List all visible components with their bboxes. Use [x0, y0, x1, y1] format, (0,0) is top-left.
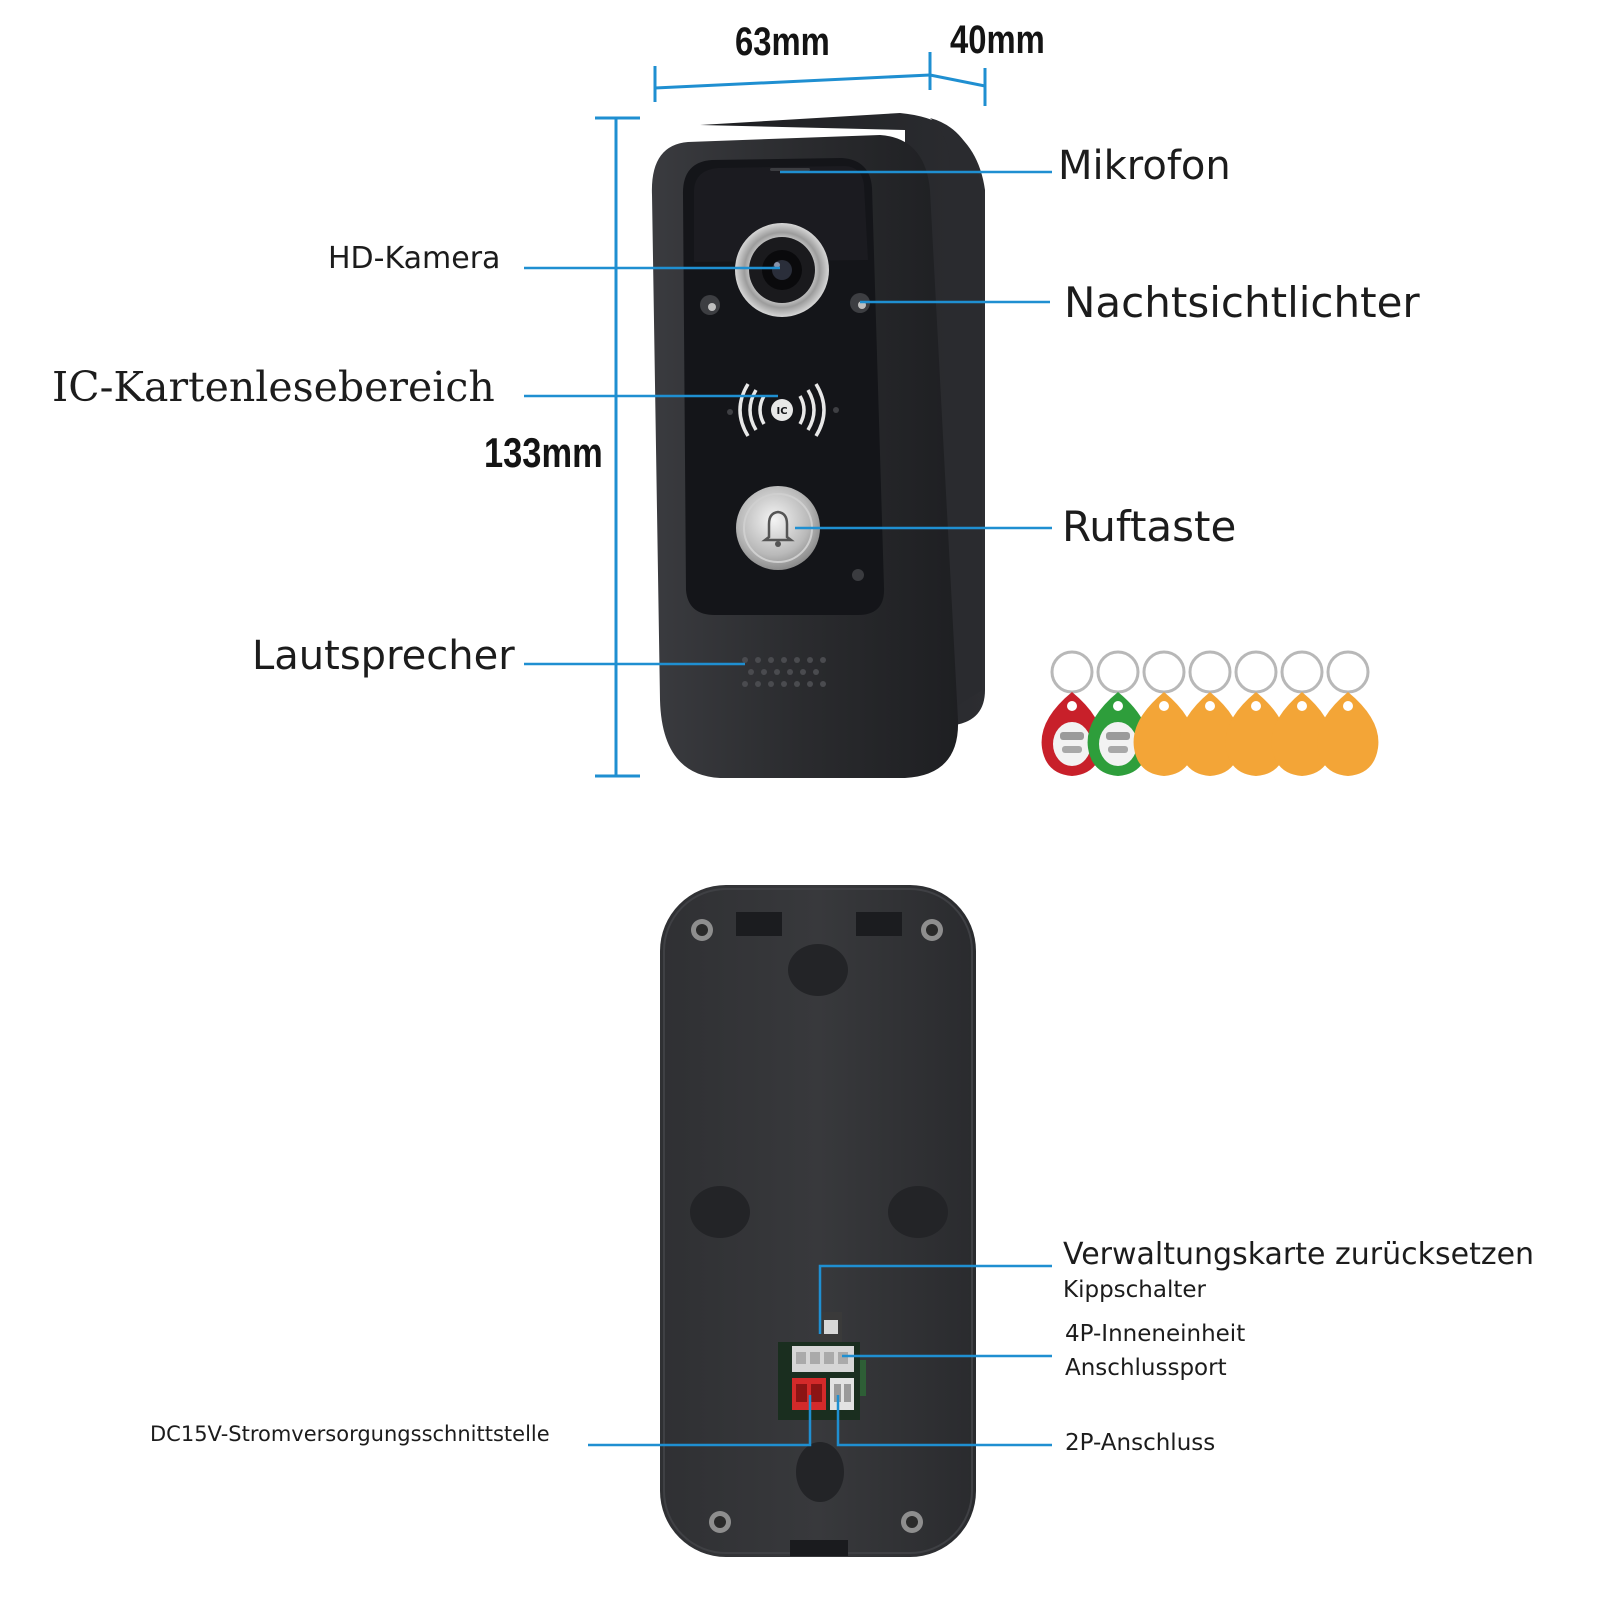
label-port2p: 2P-Anschluss — [1065, 1430, 1216, 1456]
ic-logo-text: IC — [776, 406, 787, 417]
keyfob-orange — [1271, 650, 1333, 776]
label-dc-power: DC15V-Stromversorgungsschnittstelle — [150, 1422, 550, 1446]
keyfob-set — [1041, 650, 1379, 776]
front-leader-lines — [524, 170, 1052, 666]
camera-lens-icon — [735, 223, 829, 317]
dimension-height: 133mm — [484, 429, 603, 476]
back-leader-lines — [588, 1264, 1052, 1447]
label-reset-sub: Kippschalter — [1063, 1277, 1206, 1303]
screw-icon — [691, 919, 943, 1533]
rfid-wave-icon — [738, 383, 826, 437]
keyfob-orange — [1317, 650, 1379, 776]
keyfob-orange — [1133, 650, 1195, 776]
doorbell-back-unit — [660, 885, 976, 1557]
label-speaker: Lautsprecher — [252, 633, 515, 679]
label-microphone: Mikrofon — [1058, 143, 1231, 189]
dimension-lines — [595, 52, 987, 778]
microphone-hole — [770, 168, 810, 171]
label-port4p-line2: Anschlussport — [1065, 1355, 1227, 1381]
label-hd-camera: HD-Kamera — [328, 241, 501, 276]
keyfob-orange — [1179, 650, 1241, 776]
connector-block — [778, 1312, 866, 1420]
reset-toggle-switch — [824, 1320, 838, 1334]
dimension-width: 63mm — [735, 20, 830, 64]
label-ic-card-area: IC-Kartenlesebereich — [52, 363, 495, 411]
keyfob-red — [1041, 650, 1103, 776]
keyfob-orange — [1225, 650, 1287, 776]
glass-faceplate — [682, 158, 885, 615]
speaker-grille — [742, 657, 826, 687]
keyfob-green — [1087, 650, 1149, 776]
label-reset-title: Verwaltungskarte zurücksetzen — [1063, 1237, 1535, 1272]
dimension-depth: 40mm — [950, 18, 1045, 62]
label-night-vision: Nachtsichtlichter — [1064, 278, 1420, 327]
label-port4p-line1: 4P-Inneneinheit — [1065, 1321, 1246, 1347]
label-call-button: Ruftaste — [1062, 502, 1237, 551]
doorbell-front-unit: IC — [651, 113, 985, 778]
